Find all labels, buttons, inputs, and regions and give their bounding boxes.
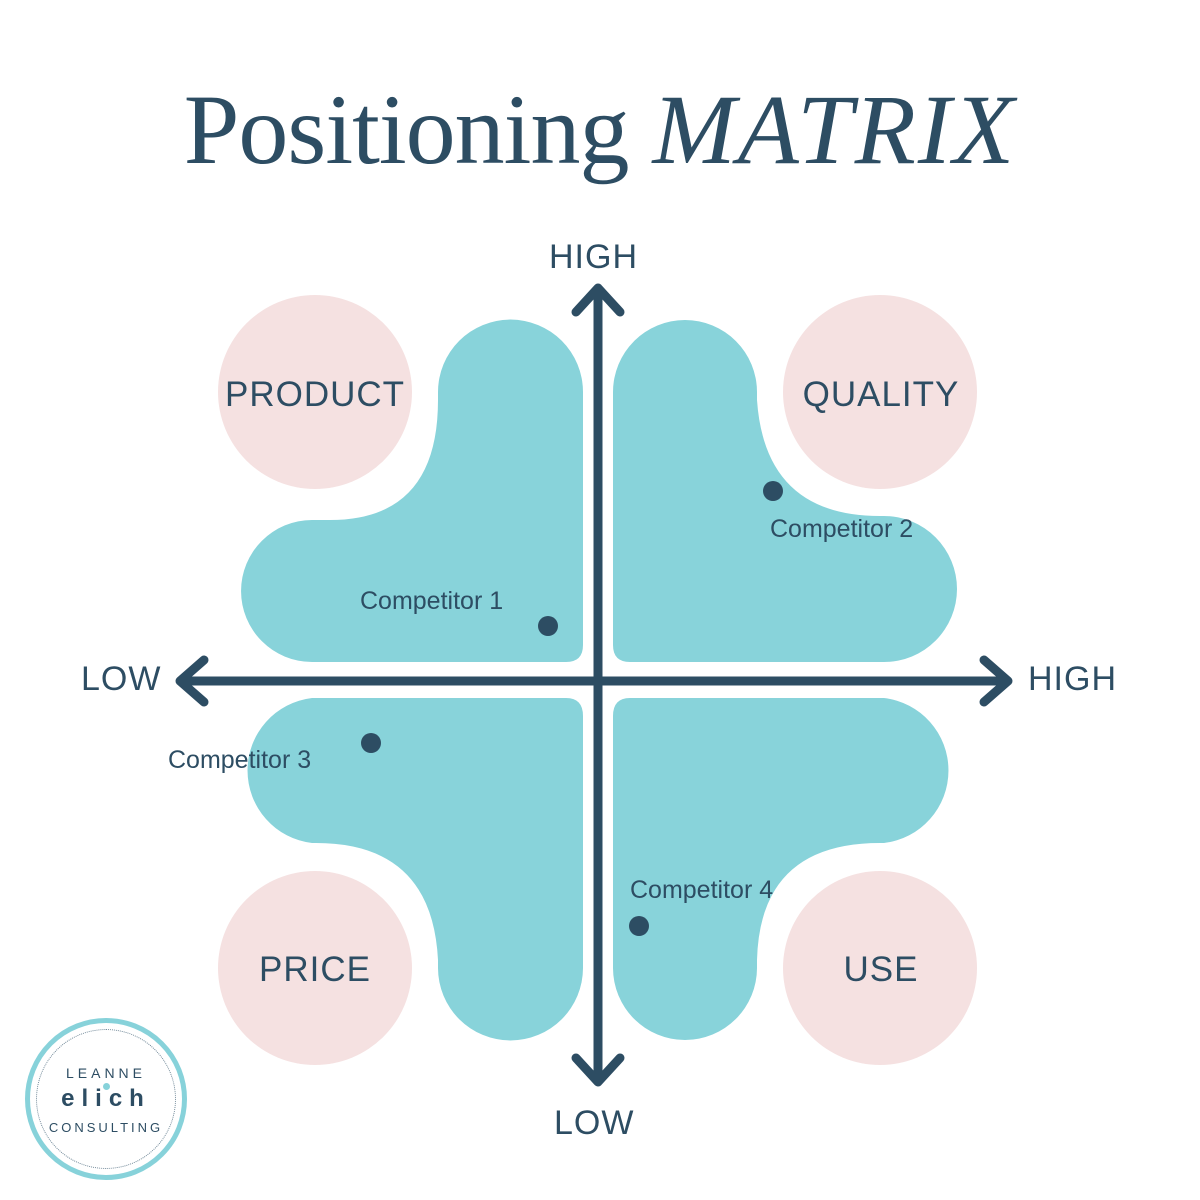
logo-dotted-ring bbox=[36, 1029, 176, 1169]
logo-line-3: CONSULTING bbox=[48, 1120, 164, 1135]
price-label: PRICE bbox=[259, 950, 371, 989]
horizontal-axis bbox=[175, 655, 1013, 707]
quadrant-blob-top-left bbox=[241, 319, 584, 662]
y-axis-low-label: LOW bbox=[554, 1104, 635, 1142]
title-emphasis: MATRIX bbox=[652, 74, 1017, 185]
use-circle bbox=[783, 871, 977, 1065]
brand-logo: LEANNE elich CONSULTING bbox=[25, 1018, 187, 1180]
page-title: Positioning MATRIX bbox=[0, 72, 1200, 187]
quadrant-blob-bottom-left bbox=[247, 698, 583, 1041]
y-axis-high-label: HIGH bbox=[549, 238, 638, 276]
quadrant-blob-top-right bbox=[613, 320, 957, 662]
competitor-4-label: Competitor 4 bbox=[630, 876, 774, 904]
competitor-4-dot bbox=[629, 916, 649, 936]
quality-label: QUALITY bbox=[802, 375, 960, 414]
product-label: PRODUCT bbox=[224, 375, 406, 414]
quadrant-blob-bottom-right bbox=[613, 698, 949, 1040]
competitor-3-dot bbox=[361, 733, 381, 753]
product-circle bbox=[218, 295, 412, 489]
title-main: Positioning bbox=[183, 74, 630, 185]
competitor-3-label: Competitor 3 bbox=[168, 746, 312, 774]
logo-line-2: elich bbox=[61, 1085, 151, 1112]
price-circle bbox=[218, 871, 412, 1065]
x-axis-high-label: HIGH bbox=[1028, 660, 1117, 698]
competitor-2-dot bbox=[763, 481, 783, 501]
x-axis-low-label: LOW bbox=[81, 660, 162, 698]
competitor-1-label: Competitor 1 bbox=[360, 587, 504, 615]
quality-circle bbox=[783, 295, 977, 489]
use-label: USE bbox=[843, 950, 919, 989]
competitor-2-label: Competitor 2 bbox=[770, 515, 914, 543]
logo-line-1: LEANNE bbox=[65, 1065, 147, 1081]
competitor-1-dot bbox=[538, 616, 558, 636]
logo-i-dot bbox=[103, 1083, 110, 1090]
